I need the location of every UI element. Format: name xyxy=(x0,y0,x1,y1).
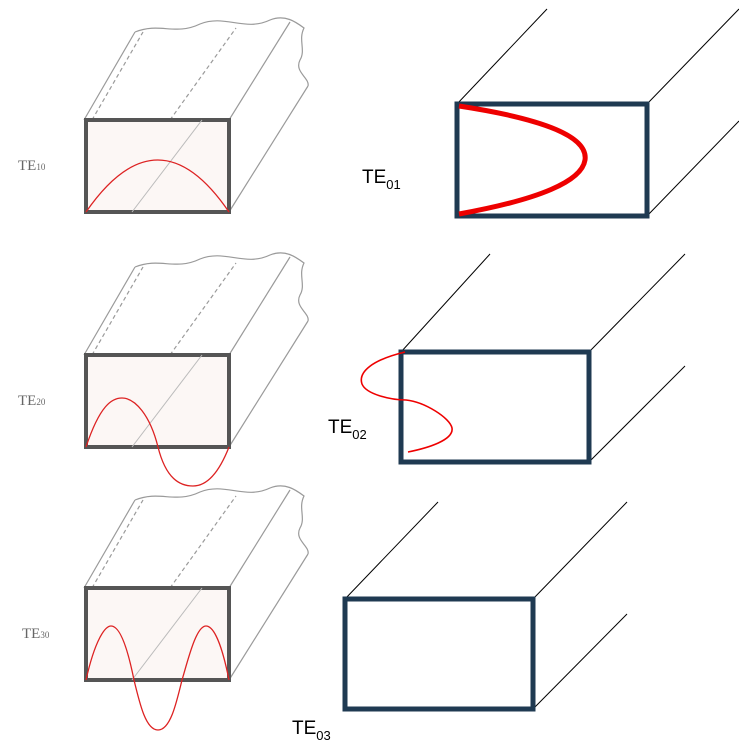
waveguide-te02-face xyxy=(398,349,592,465)
waveguide-te03-face xyxy=(342,596,536,712)
waveguide-te02-edges xyxy=(400,253,686,463)
waveguide-te20-inner-edge xyxy=(131,354,203,448)
te30-label: TE30 xyxy=(22,626,50,642)
waveguide-te03: TE03 xyxy=(292,501,628,743)
waveguide-te10-face xyxy=(84,118,231,214)
te20-field-line xyxy=(85,397,230,487)
waveguide-te20-body-outline xyxy=(83,252,309,448)
te10-label: TE10 xyxy=(18,158,46,174)
waveguide-te30: TE30 xyxy=(22,485,309,731)
te02-field-line xyxy=(360,351,453,453)
waveguide-te02: TE02 xyxy=(328,253,686,465)
waveguide-te30-body-outline xyxy=(83,485,309,681)
waveguide-te10: TE10 xyxy=(18,17,309,214)
te10-field-line xyxy=(85,159,230,213)
waveguide-te10-inner-edge xyxy=(131,119,203,213)
te02-label: TE02 xyxy=(328,417,367,442)
waveguide-te03-edges xyxy=(344,501,628,710)
waveguide-te20: TE20 xyxy=(18,252,309,487)
te01-field-line xyxy=(458,103,588,217)
waveguide-te01: TE01 xyxy=(362,8,739,219)
waveguide-te10-body-outline xyxy=(83,17,309,213)
waveguide-te01-face xyxy=(454,101,650,219)
te03-label: TE03 xyxy=(292,718,331,743)
te20-label: TE20 xyxy=(18,393,46,409)
te30-field-line xyxy=(85,625,230,731)
te01-label: TE01 xyxy=(362,167,401,192)
waveguide-te30-face xyxy=(84,586,231,682)
waveguide-te30-inner-edge xyxy=(131,587,203,681)
waveguide-te01-edges xyxy=(456,8,739,217)
waveguide-te20-face xyxy=(84,353,231,449)
